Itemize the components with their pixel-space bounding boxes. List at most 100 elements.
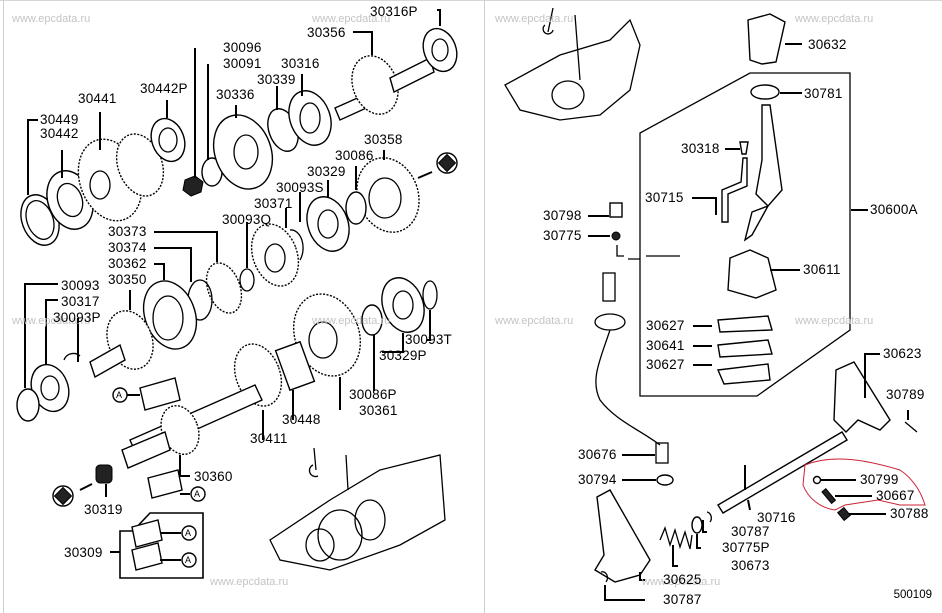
part-label-30442P[interactable]: 30442P — [140, 81, 188, 96]
part-label-30715[interactable]: 30715 — [645, 190, 684, 205]
part-30096 — [182, 175, 204, 197]
part-label-30441[interactable]: 30441 — [78, 91, 117, 106]
part-label-30336[interactable]: 30336 — [216, 87, 255, 102]
part-label-30339[interactable]: 30339 — [257, 72, 296, 87]
part-label-30449[interactable]: 30449 — [40, 112, 79, 127]
part-label-30358[interactable]: 30358 — [364, 132, 403, 147]
part-30329 — [306, 196, 350, 252]
part-label-30360[interactable]: 30360 — [194, 469, 233, 484]
part-label-30673[interactable]: 30673 — [731, 558, 770, 573]
part-label-30091[interactable]: 30091 — [223, 56, 262, 71]
part-label-30356[interactable]: 30356 — [307, 25, 346, 40]
part-label-30625[interactable]: 30625 — [663, 572, 702, 587]
part-label-30781[interactable]: 30781 — [804, 86, 843, 101]
part-label-30309[interactable]: 30309 — [64, 545, 103, 560]
part-30093 — [16, 388, 40, 422]
part-label-30787-lower[interactable]: 30787 — [663, 592, 702, 607]
part-label-30787-upper[interactable]: 30787 — [731, 524, 770, 539]
part-label-30632[interactable]: 30632 — [808, 37, 847, 52]
part-30358 — [356, 157, 420, 233]
shift-lever-overview-sketch — [504, 7, 641, 121]
part-label-30623[interactable]: 30623 — [883, 346, 922, 361]
part-label-30093Q[interactable]: 30093Q — [222, 212, 272, 227]
part-label-30448[interactable]: 30448 — [282, 412, 321, 427]
part-label-30317[interactable]: 30317 — [61, 294, 100, 309]
watermark: www.epcdata.ru — [495, 13, 574, 25]
part-30775 — [611, 231, 621, 241]
part-label-30318[interactable]: 30318 — [681, 141, 720, 156]
part-30789 — [904, 421, 918, 433]
part-30319 — [95, 464, 113, 484]
part-label-30600A[interactable]: 30600A — [870, 202, 918, 217]
highlight-outline — [802, 458, 926, 511]
part-label-30799[interactable]: 30799 — [860, 472, 899, 487]
part-30676-switch-harness — [594, 272, 669, 464]
part-label-30361[interactable]: 30361 — [359, 403, 398, 418]
part-label-30798[interactable]: 30798 — [543, 208, 582, 223]
top-border — [0, 0, 942, 1]
part-30442P — [150, 117, 186, 163]
part-label-30329P[interactable]: 30329P — [379, 348, 427, 363]
part-label-30086P[interactable]: 30086P — [349, 387, 397, 402]
part-label-30794[interactable]: 30794 — [578, 472, 617, 487]
part-30627-lower — [716, 363, 771, 385]
left-panel-border — [3, 0, 4, 613]
part-30600A-lever — [755, 104, 783, 208]
part-label-30411[interactable]: 30411 — [250, 431, 288, 446]
part-30086 — [345, 191, 367, 225]
part-label-30373[interactable]: 30373 — [108, 224, 147, 239]
part-label-30350[interactable]: 30350 — [108, 272, 147, 287]
panel-divider — [484, 0, 485, 613]
part-label-30329[interactable]: 30329 — [307, 164, 346, 179]
part-label-30316P[interactable]: 30316P — [370, 4, 418, 19]
part-30787-upper — [706, 511, 712, 523]
watermark: www.epcdata.ru — [312, 315, 391, 327]
callout-a: A — [116, 390, 123, 400]
watermark: www.epcdata.ru — [210, 576, 289, 588]
part-label-30093T[interactable]: 30093T — [405, 332, 452, 347]
part-30641 — [717, 339, 773, 358]
part-label-30716[interactable]: 30716 — [757, 510, 796, 525]
watermark: www.epcdata.ru — [12, 13, 91, 25]
part-30625 — [594, 489, 651, 583]
part-label-30093S[interactable]: 30093S — [276, 180, 324, 195]
part-30448 — [274, 340, 316, 392]
part-label-30316[interactable]: 30316 — [281, 56, 320, 71]
part-30798 — [609, 202, 623, 218]
part-label-30374[interactable]: 30374 — [108, 240, 147, 255]
part-label-30676[interactable]: 30676 — [578, 447, 617, 462]
part-30093S — [289, 229, 304, 261]
part-30794 — [656, 474, 674, 486]
part-label-30371[interactable]: 30371 — [254, 196, 293, 211]
part-30781 — [750, 84, 780, 100]
part-30627-upper — [717, 315, 773, 333]
part-label-30093P[interactable]: 30093P — [53, 310, 101, 325]
part-30086P — [361, 304, 383, 336]
part-30715 — [721, 157, 748, 223]
callout-a: A — [194, 489, 201, 499]
part-label-30775P[interactable]: 30775P — [722, 540, 770, 555]
part-30316 — [288, 90, 332, 146]
part-30716 — [717, 431, 848, 514]
part-label-30096[interactable]: 30096 — [223, 40, 262, 55]
part-label-30319[interactable]: 30319 — [84, 502, 123, 517]
part-label-30362[interactable]: 30362 — [108, 256, 147, 271]
part-label-30627-upper[interactable]: 30627 — [646, 318, 685, 333]
part-30667 — [821, 488, 837, 505]
part-label-30086[interactable]: 30086 — [335, 148, 374, 163]
part-label-30093[interactable]: 30093 — [61, 278, 100, 293]
part-label-30641[interactable]: 30641 — [646, 338, 685, 353]
part-label-30775[interactable]: 30775 — [543, 228, 582, 243]
part-label-30442[interactable]: 30442 — [40, 126, 79, 141]
part-label-30627-lower[interactable]: 30627 — [646, 357, 685, 372]
part-30093T — [422, 280, 438, 310]
part-label-30667[interactable]: 30667 — [876, 488, 915, 503]
part-label-30788[interactable]: 30788 — [890, 506, 929, 521]
part-label-30611[interactable]: 30611 — [803, 262, 841, 277]
part-30788 — [837, 506, 851, 522]
diagram-code: 500109 — [893, 589, 932, 601]
callout-a-markers — [112, 387, 206, 568]
part-30318 — [739, 141, 749, 155]
part-30775P — [691, 516, 703, 534]
part-label-30789[interactable]: 30789 — [886, 387, 925, 402]
